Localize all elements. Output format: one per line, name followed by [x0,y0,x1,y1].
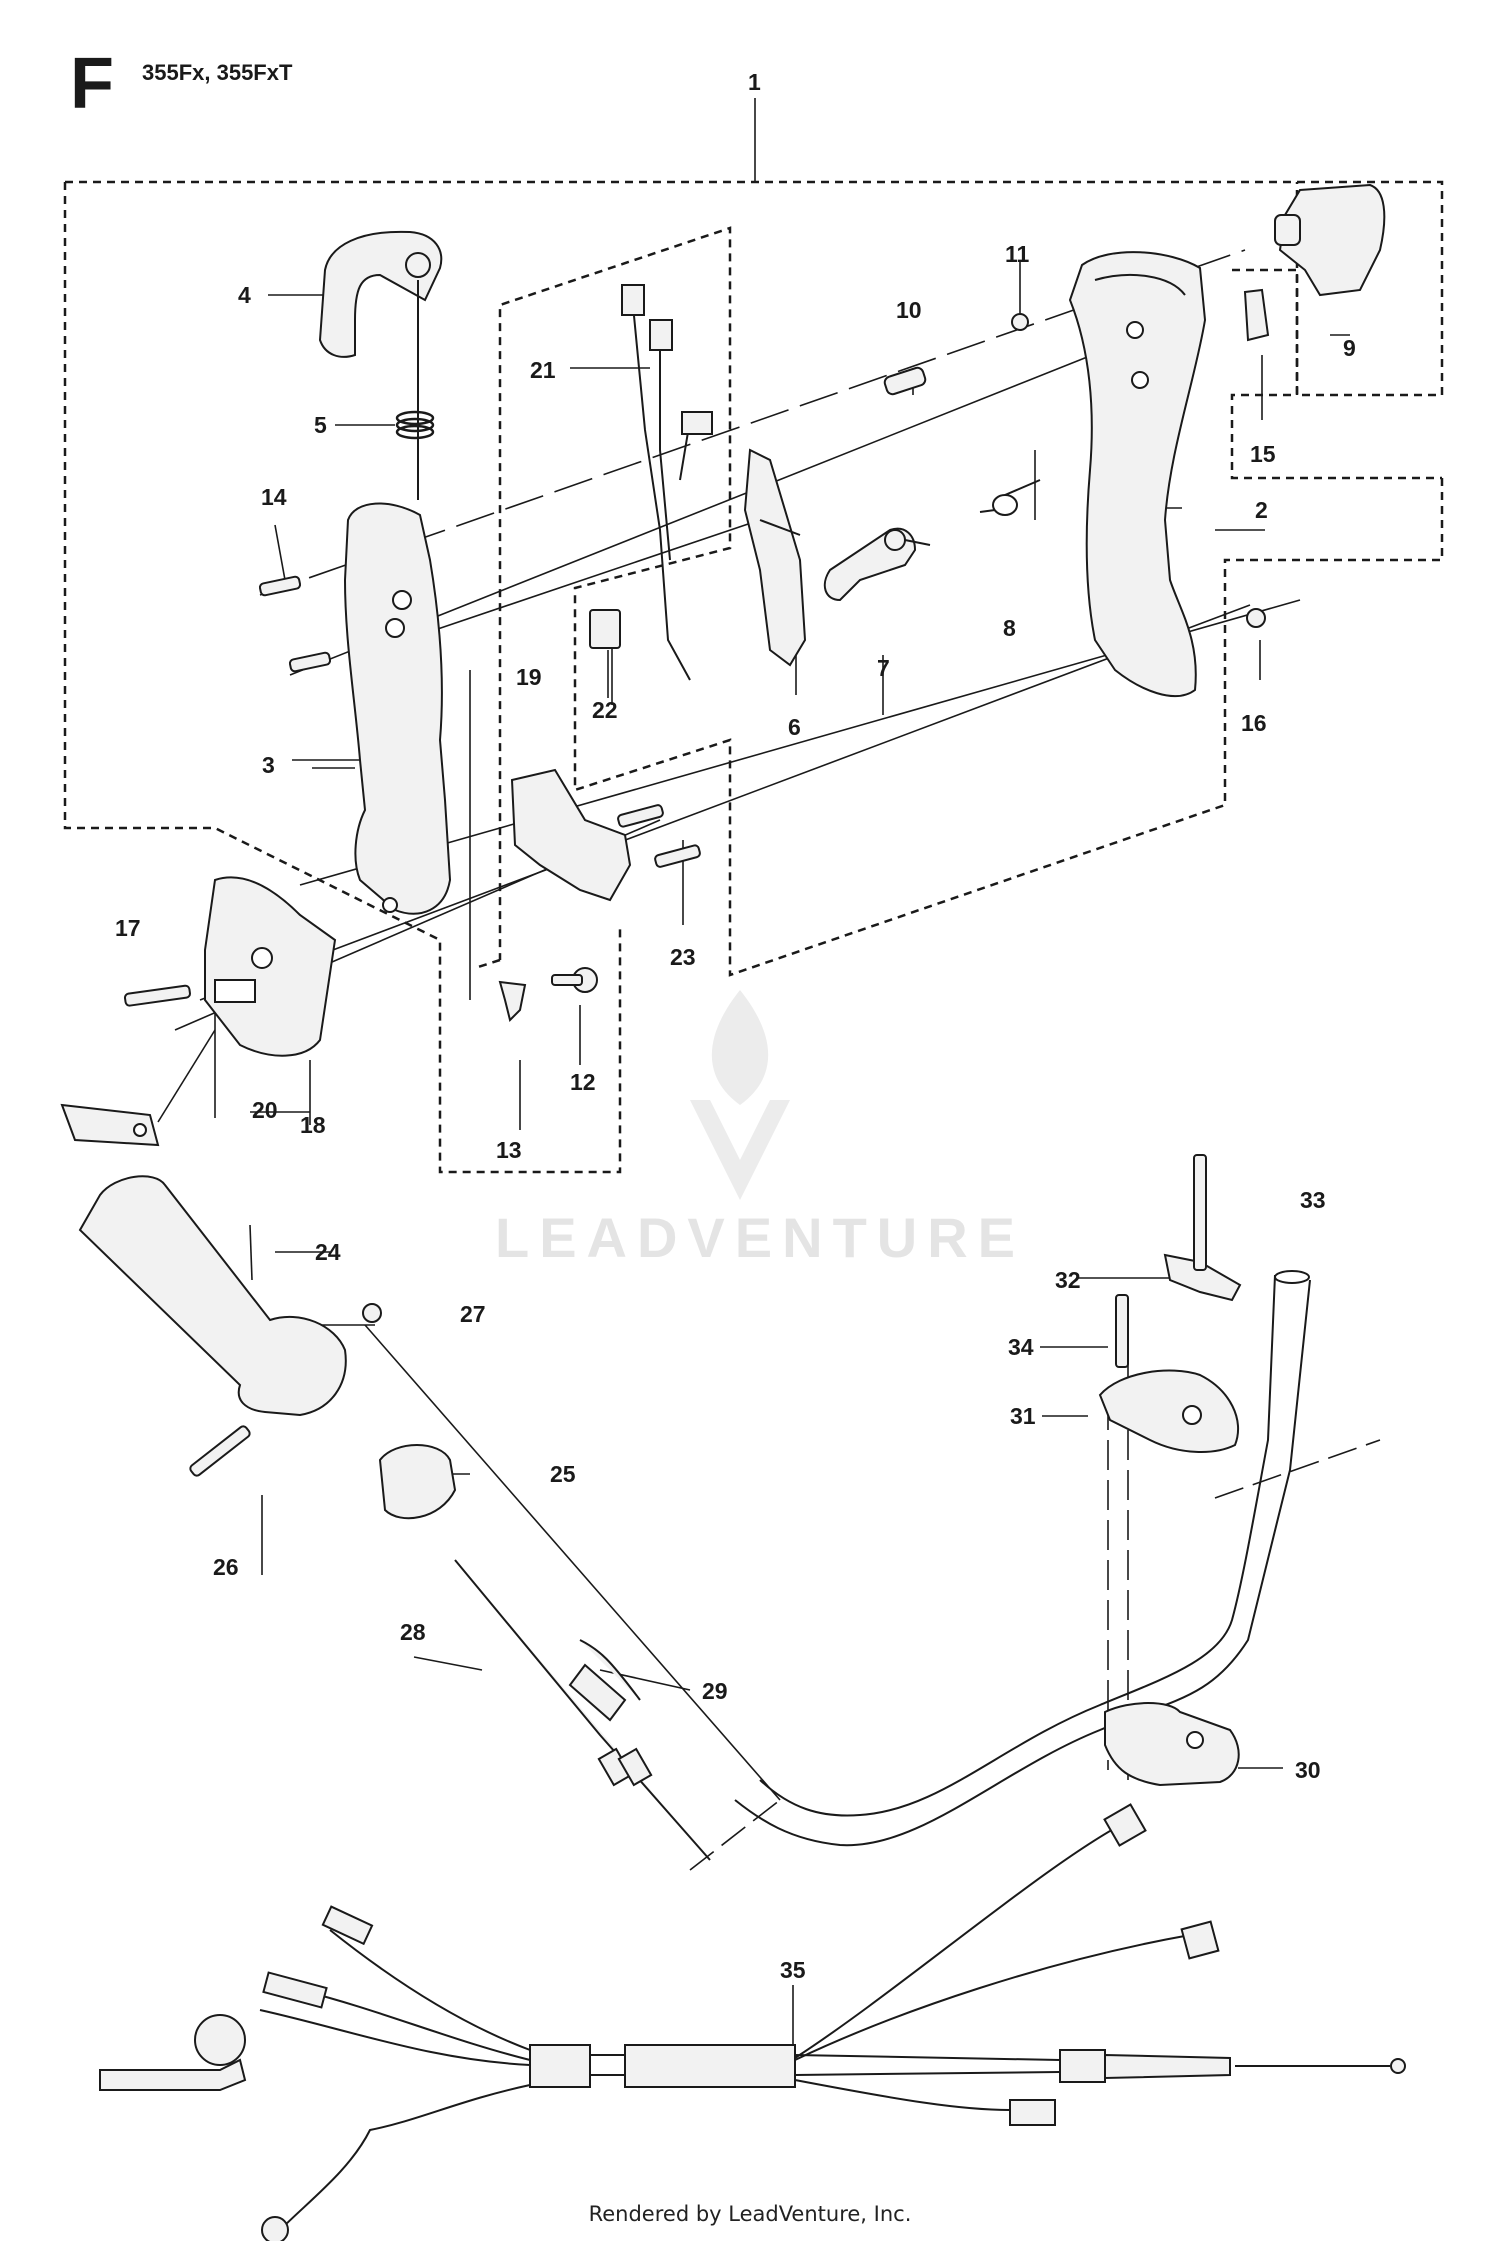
part-17-screw [123,984,191,1007]
part-33-bolt [1193,1154,1207,1271]
part-30-lower-clamp [1104,1702,1240,1787]
callout-15: 15 [1250,441,1276,467]
callout-23: 23 [670,944,696,970]
callout-20: 20 [252,1097,278,1123]
section-letter: F [70,44,114,124]
callout-5: 5 [314,412,327,438]
callout-28: 28 [400,1619,426,1645]
part-31-upper-clamp [1098,1369,1240,1453]
watermark-logo [690,990,790,1200]
callout-13: 13 [496,1137,522,1163]
group-outline-right [498,226,1444,977]
callout-14: 14 [261,484,287,510]
part-20-connector [60,1103,160,1147]
callout-33: 33 [1300,1187,1326,1213]
callout-35: 35 [780,1957,806,1983]
part-18-handle-base-cover [204,876,337,1057]
part-25-clamp [378,1444,457,1520]
part-24-front-grip [78,1175,347,1417]
callout-18: 18 [300,1112,326,1138]
part-12-13-screw-and-clip [498,967,598,1022]
callout-17: 17 [115,915,141,941]
callout-24: 24 [315,1239,341,1265]
part-2-handle-right-half [1068,251,1207,698]
callout-31: 31 [1010,1403,1036,1429]
part-7-lockout-lever [823,527,931,602]
part-27-nut [362,1303,382,1323]
part-8-torsion-spring [979,479,1041,516]
callout-10: 10 [896,297,922,323]
callout-7: 7 [877,655,890,681]
part-9-stop-switch-cover [1274,183,1386,297]
part-35-wiring-harness [99,1803,1406,2244]
footer-credit: Rendered by LeadVenture, Inc. [588,2202,912,2226]
part-19-bracket [510,768,632,902]
callout-8: 8 [1003,615,1016,641]
callout-21: 21 [530,357,556,383]
callout-30: 30 [1295,1757,1321,1783]
callout-19: 19 [516,664,542,690]
part-6-throttle-trigger [743,448,807,667]
callout-4: 4 [238,282,251,308]
callout-1: 1 [748,69,761,95]
part-22-clip [589,609,621,649]
callout-16: 16 [1241,710,1267,736]
part-3-handle-left-half [343,502,452,915]
callout-3: 3 [262,752,275,778]
part-11-nut [1011,313,1029,331]
callout-34: 34 [1008,1334,1034,1360]
part-23-screws [617,804,701,868]
callout-6: 6 [788,714,801,740]
part-15-stop-switch [1243,288,1270,342]
group-outline-join [474,958,501,970]
callout-29: 29 [702,1678,728,1704]
part-4-grip-cap [318,230,443,500]
callout-9: 9 [1343,335,1356,361]
callout-22: 22 [592,697,618,723]
watermark-text: LEADVENTURE [494,1206,1026,1269]
part-28-29-wire-sleeve [454,1559,711,1861]
callout-26: 26 [213,1554,239,1580]
callout-27: 27 [460,1301,486,1327]
part-5-spring [395,410,435,440]
callout-12: 12 [570,1069,596,1095]
callout-32: 32 [1055,1267,1081,1293]
callout-25: 25 [550,1461,576,1487]
callout-labels: 1 2 3 4 5 6 7 8 9 10 11 12 13 14 15 16 1… [115,69,1356,1983]
group-outline-main-top [65,180,1444,397]
part-14-screws [258,575,332,673]
part-10-spring [883,366,927,396]
callout-11: 11 [1005,241,1030,267]
part-16-nut [1246,608,1266,628]
group-outline-left [63,182,622,1174]
part-30-handlebar-tube [734,1270,1311,1847]
part-21-wire [621,284,713,681]
group-boundaries [63,180,1444,1174]
part-34-screw [1115,1294,1129,1368]
part-26-screw [189,1425,251,1477]
model-numbers: 355Fx, 355FxT [142,60,293,85]
callout-2: 2 [1255,497,1268,523]
